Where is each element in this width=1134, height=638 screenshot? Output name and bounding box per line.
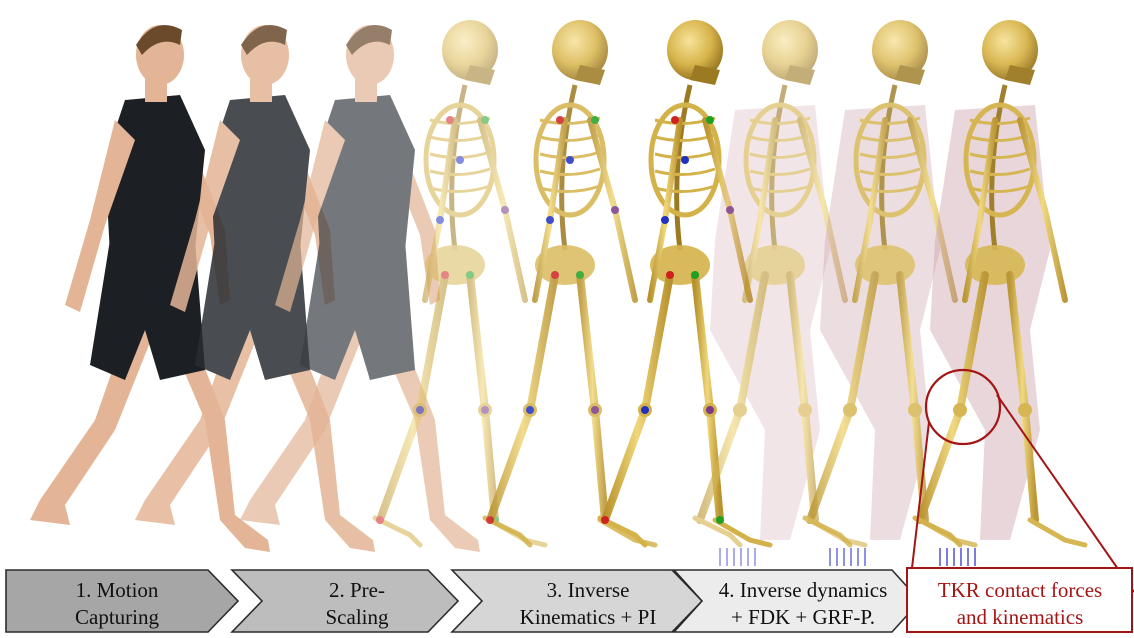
leg-back xyxy=(470,275,495,520)
marker-frame xyxy=(591,116,599,124)
marker-frame xyxy=(576,271,584,279)
step-3-label-line-1: 3. Inverse xyxy=(547,578,630,602)
spine xyxy=(562,85,575,250)
leg-back xyxy=(580,275,605,520)
rib xyxy=(430,169,490,175)
marker-frame xyxy=(716,516,724,524)
spine xyxy=(677,85,690,250)
foot-back xyxy=(1030,520,1085,545)
marker-frame xyxy=(611,206,619,214)
rib xyxy=(655,169,715,175)
leg-front xyxy=(490,275,555,520)
marker-frame xyxy=(526,406,534,414)
rib xyxy=(540,169,600,175)
marker-frame xyxy=(566,156,574,164)
result-label-line-1: TKR contact forces xyxy=(938,578,1102,602)
knee-back xyxy=(798,403,812,417)
rib xyxy=(430,186,490,192)
pipeline-step-4: 4. Inverse dynamics + FDK + GRF-P. xyxy=(674,570,920,632)
marker-frame xyxy=(446,116,454,124)
leg-front xyxy=(605,275,670,520)
marker-frame xyxy=(601,516,609,524)
step-3-label-line-2: Kinematics + PI xyxy=(520,605,657,629)
marker-frame xyxy=(456,156,464,164)
grf-vectors xyxy=(830,548,865,566)
pipeline-bar: 1. Motion Capturing 2. Pre- Scaling 3. I… xyxy=(6,568,1132,632)
marker-frame xyxy=(501,206,509,214)
marker-frame xyxy=(706,116,714,124)
step-4-label-line-1: 4. Inverse dynamics xyxy=(719,578,888,602)
knee-back xyxy=(1018,403,1032,417)
marker-frame xyxy=(441,271,449,279)
marker-frame xyxy=(661,216,669,224)
step-1-label-line-1: 1. Motion xyxy=(76,578,159,602)
rib xyxy=(430,135,490,141)
rib xyxy=(540,135,600,141)
marker-frame xyxy=(466,271,474,279)
figures-layer xyxy=(30,20,1085,566)
marker-frame xyxy=(481,406,489,414)
knee-back xyxy=(908,403,922,417)
shorts xyxy=(300,240,415,380)
foot-front xyxy=(915,518,960,545)
marker-frame xyxy=(481,116,489,124)
step-2-label-line-1: 2. Pre- xyxy=(329,578,385,602)
rib xyxy=(540,186,600,192)
knee-front xyxy=(953,403,967,417)
knee-front xyxy=(843,403,857,417)
step-1-label-line-2: Capturing xyxy=(75,605,159,629)
marker-frame xyxy=(486,516,494,524)
marker-frame xyxy=(681,156,689,164)
marker-frame xyxy=(591,406,599,414)
skeleton-figure-5 xyxy=(485,20,655,545)
marker-frame xyxy=(706,406,714,414)
marker-frame xyxy=(551,271,559,279)
pipeline-step-1: 1. Motion Capturing xyxy=(6,570,238,632)
marker-frame xyxy=(436,216,444,224)
knee-front xyxy=(733,403,747,417)
marker-frame xyxy=(641,406,649,414)
rib xyxy=(655,135,715,141)
spine xyxy=(452,85,465,250)
rib xyxy=(655,186,715,192)
step-4-label-line-2: + FDK + GRF-P. xyxy=(731,605,875,629)
marker-frame xyxy=(556,116,564,124)
result-label-line-2: and kinematics xyxy=(957,605,1084,629)
step-2-label-line-2: Scaling xyxy=(326,605,389,629)
pipeline-result: TKR contact forces and kinematics xyxy=(907,568,1132,632)
grf-vectors xyxy=(720,548,755,566)
marker-frame xyxy=(546,216,554,224)
pipeline-step-2: 2. Pre- Scaling xyxy=(232,570,458,632)
marker-frame xyxy=(416,406,424,414)
grf-vectors xyxy=(940,548,975,566)
marker-frame xyxy=(671,116,679,124)
marker-frame xyxy=(691,271,699,279)
pipeline-step-3: 3. Inverse Kinematics + PI xyxy=(452,570,702,632)
marker-frame xyxy=(666,271,674,279)
marker-frame xyxy=(376,516,384,524)
foot-front xyxy=(805,518,850,545)
